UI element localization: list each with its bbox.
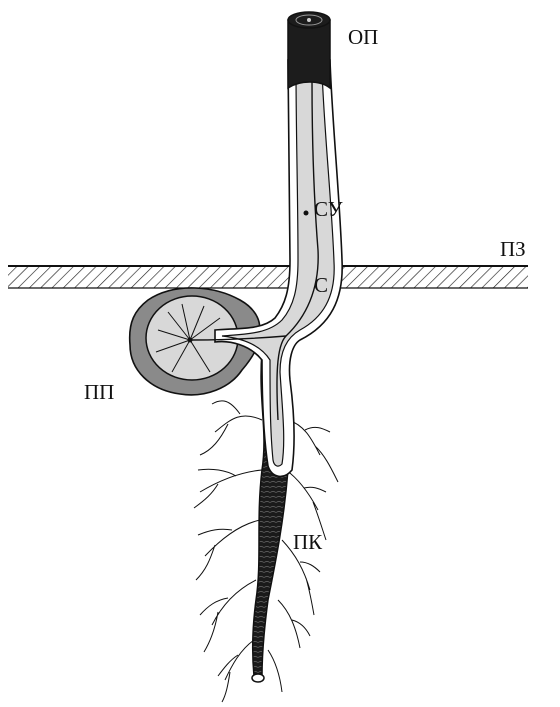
shoot-top-cut [288,12,330,88]
label-pk: ПК [293,532,322,553]
label-pp: ПП [84,382,114,403]
soil-surface [8,266,528,288]
label-s: С [314,275,328,296]
label-op: ОП [348,27,378,48]
label-pz: ПЗ [500,239,526,260]
label-su: СУ [314,199,343,220]
